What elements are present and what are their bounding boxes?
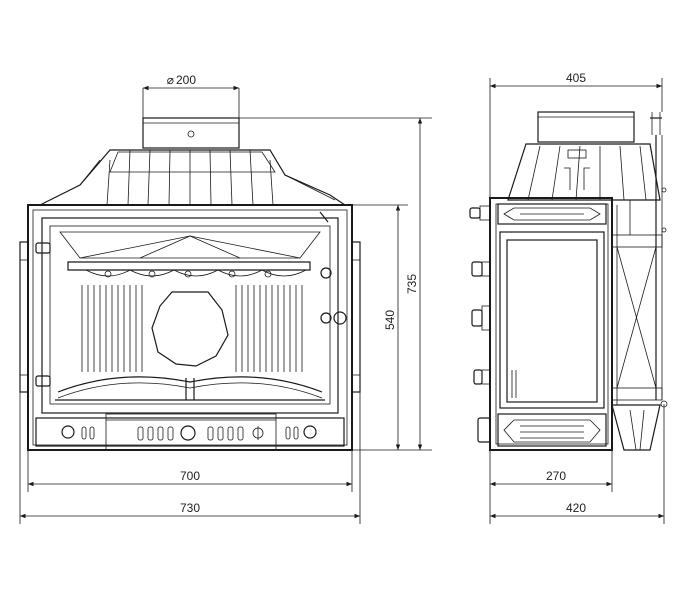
dim-side-depth-inner: 270 xyxy=(546,469,566,483)
dim-front-width-outer: 730 xyxy=(180,501,200,515)
baffle xyxy=(59,231,321,259)
ash-pan-panel xyxy=(35,413,345,451)
side-view xyxy=(469,111,668,451)
back-plate-ribs xyxy=(81,285,303,372)
dim-front-height-body: 540 xyxy=(383,310,397,330)
side-dimensions: 405 270 420 xyxy=(489,71,665,524)
top-hood xyxy=(39,149,347,206)
side-rear-frame xyxy=(611,112,668,408)
flue-collar xyxy=(142,117,240,149)
dim-side-depth-top: 405 xyxy=(566,71,586,85)
dim-side-depth-outer: 420 xyxy=(566,501,586,515)
front-frame xyxy=(19,204,361,451)
front-dimensions: ⌀ 200 735 540 700 730 xyxy=(19,73,432,524)
dim-flue-diameter-symbol: ⌀ xyxy=(167,73,174,87)
dim-front-width-inner: 700 xyxy=(180,469,200,483)
front-view xyxy=(19,117,361,451)
firebox-back-plate xyxy=(67,261,311,372)
dim-front-height-total: 735 xyxy=(405,274,419,294)
door-hardware xyxy=(35,211,347,387)
side-hood xyxy=(507,143,661,201)
grate xyxy=(55,376,325,401)
side-hinges xyxy=(469,205,491,443)
central-ornament xyxy=(151,291,229,367)
dim-flue-diameter: 200 xyxy=(176,73,196,87)
